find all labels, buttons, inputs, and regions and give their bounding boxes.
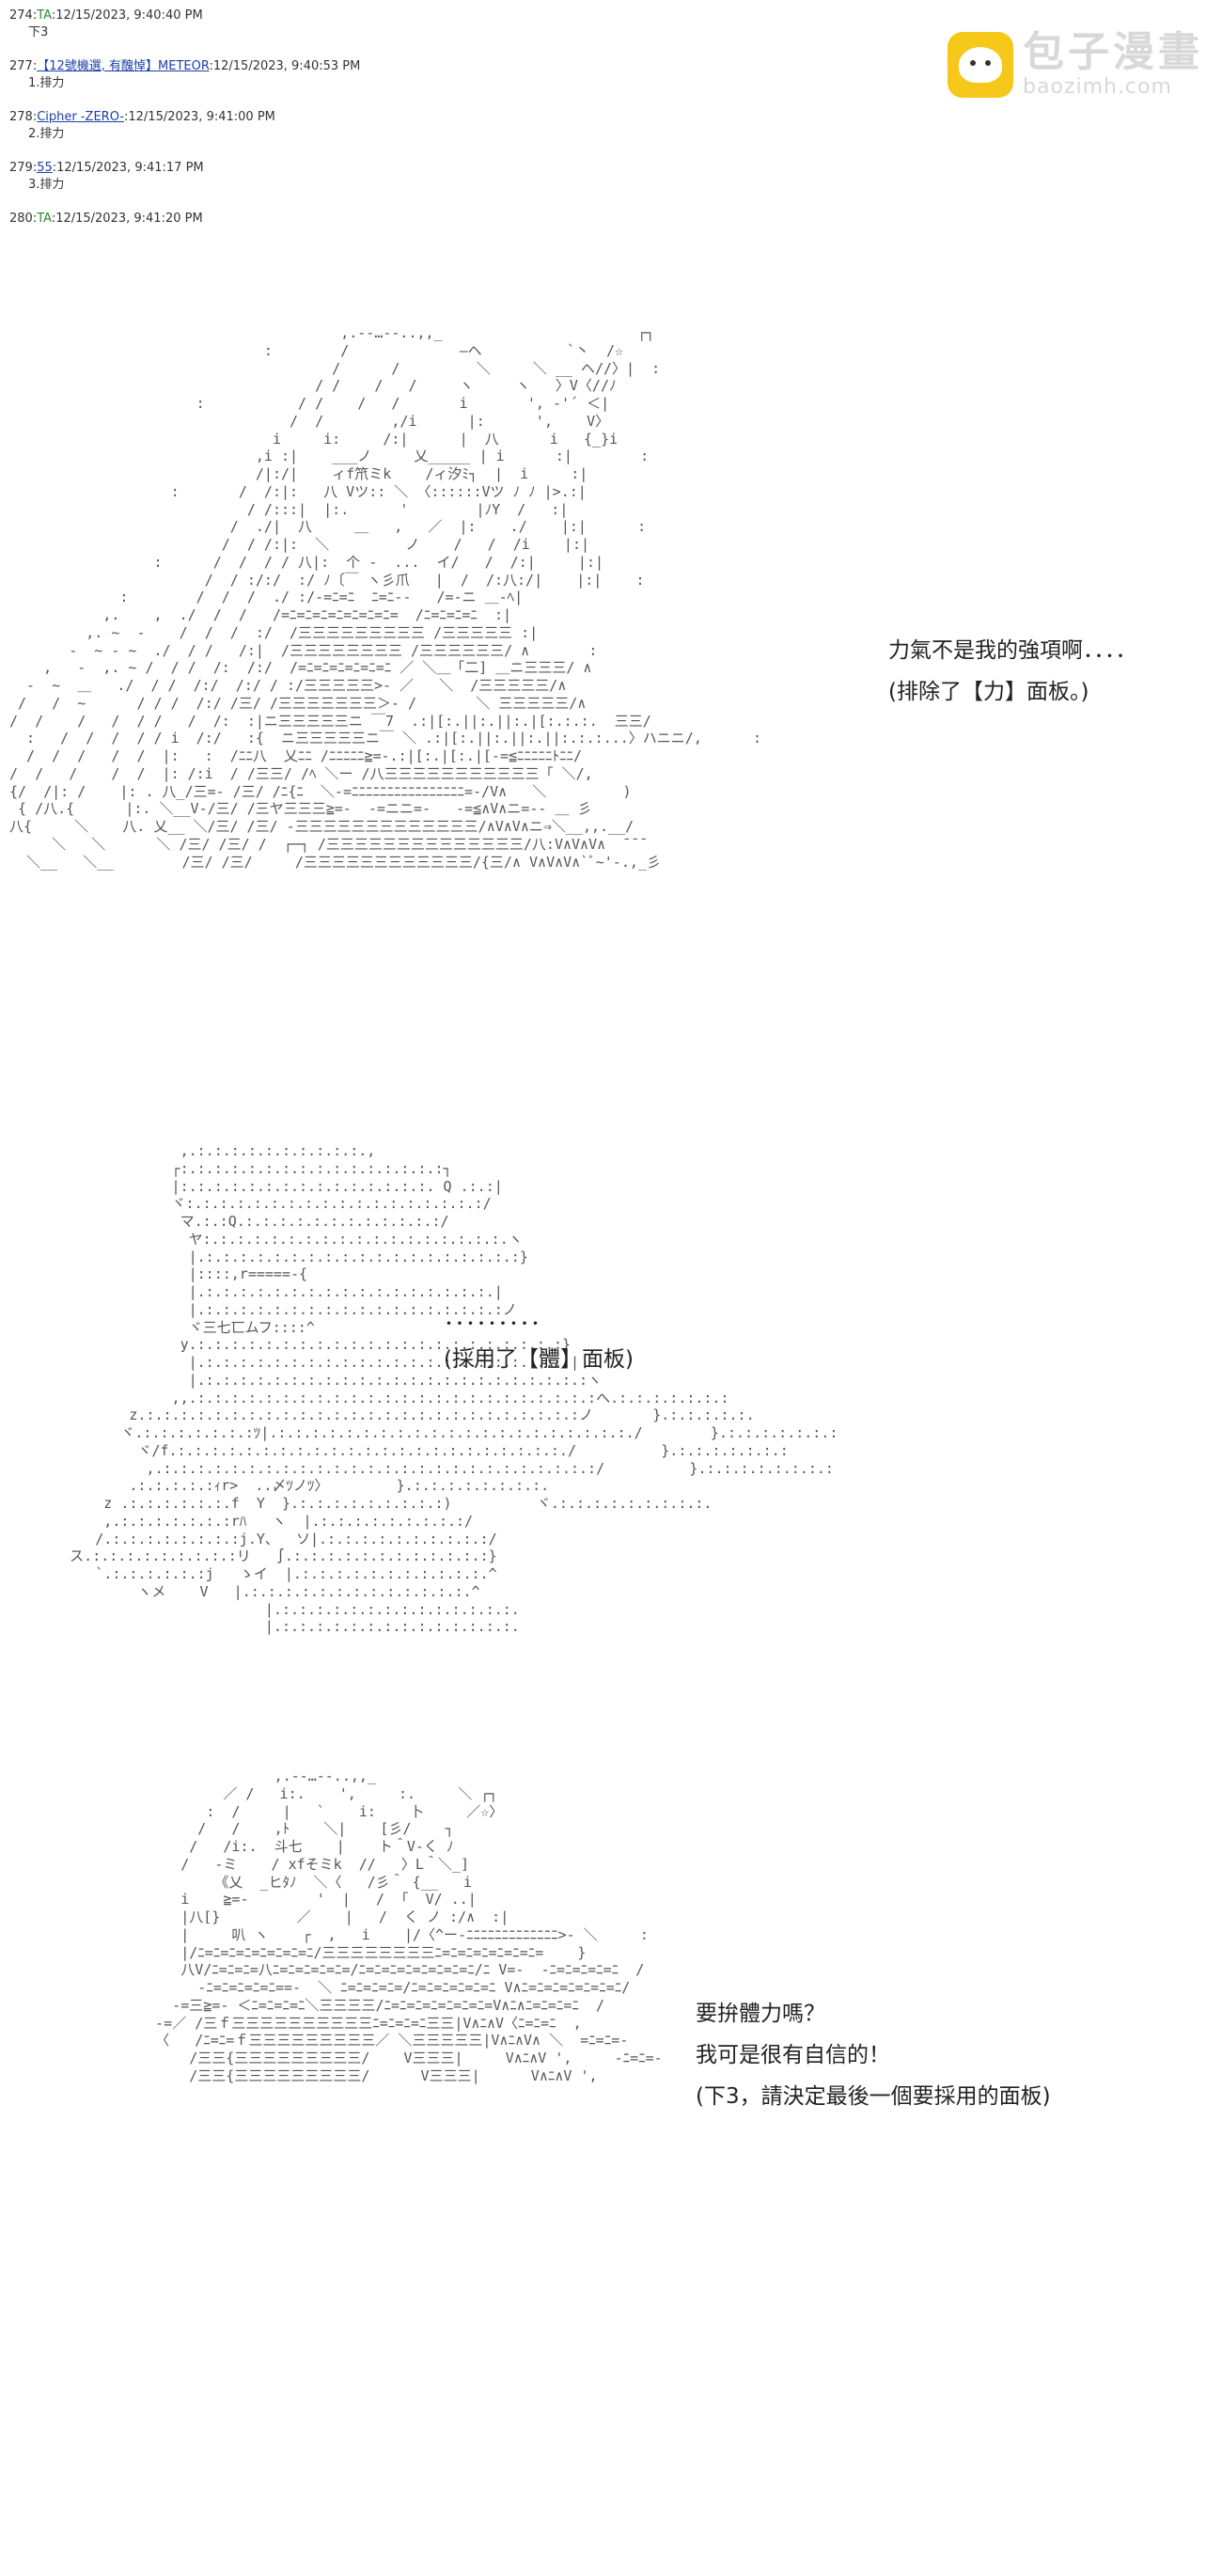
dialogue-line: (下3，請決定最後一個要採用的面板) xyxy=(696,2084,1051,2109)
poster-name-link[interactable]: 55 xyxy=(37,161,53,175)
poster-name: TA xyxy=(37,212,52,226)
post-274: 274:TA:12/15/2023, 9:40:40 PM 下3 xyxy=(9,8,667,41)
post-header: 279:55:12/15/2023, 9:41:17 PM xyxy=(9,160,667,177)
poster-name-link[interactable]: 【12號機選, 有醜悼】METEOR xyxy=(37,59,210,73)
post-278: 278:Cipher -ZERO-:12/15/2023, 9:41:00 PM… xyxy=(9,109,667,143)
post-timestamp: :12/15/2023, 9:41:20 PM xyxy=(51,212,203,226)
ascii-art-character-2: ,.:.:.:.:.:.:.:.:.:.:., ┌:.:.:.:.:.:.:.:… xyxy=(70,1142,838,1636)
post-body: 1.排力 xyxy=(28,76,65,90)
poster-name-link[interactable]: Cipher -ZERO- xyxy=(37,110,124,124)
ascii-art-character-3: ,.-‐…‐-..,,_ ／ / i:. ', :. ＼ ┌┐ : / | ` … xyxy=(155,1767,663,2084)
post-timestamp: :12/15/2023, 9:40:40 PM xyxy=(51,8,203,23)
post-number[interactable]: 279: xyxy=(9,161,38,175)
post-header: 277:【12號機選, 有醜悼】METEOR:12/15/2023, 9:40:… xyxy=(9,58,667,75)
post-body: 3.排力 xyxy=(28,178,65,192)
post-timestamp: :12/15/2023, 9:40:53 PM xyxy=(209,59,361,73)
poster-name: TA xyxy=(37,8,52,23)
post-timestamp: :12/15/2023, 9:41:00 PM xyxy=(124,110,275,124)
post-number[interactable]: 280: xyxy=(9,212,38,226)
dialogue-line: 我可是很有自信的！ xyxy=(696,2043,890,2067)
post-header: 278:Cipher -ZERO-:12/15/2023, 9:41:00 PM xyxy=(9,109,667,126)
post-number[interactable]: 278: xyxy=(9,110,38,124)
logo-domain: baozimh.com xyxy=(1023,75,1172,99)
ascii-art-character-1: ,.-‐…‐-..,,_ ┌┐ : / ―ヘ `丶 /☆ / / ＼ ＼ __ … xyxy=(9,324,762,871)
post-number[interactable]: 277: xyxy=(9,59,38,73)
post-header: 274:TA:12/15/2023, 9:40:40 PM xyxy=(9,8,667,24)
bun-icon xyxy=(948,31,1013,98)
post-279: 279:55:12/15/2023, 9:41:17 PM 3.排力 xyxy=(9,160,667,194)
post-body: 2.排力 xyxy=(28,127,65,141)
dialogue-box-2: ．．．．．．．．． (採用了【體】面板) xyxy=(444,1297,634,1380)
dialogue-line: ．．．．．．．．． xyxy=(444,1306,552,1330)
dialogue-line: 力氣不是我的強項啊．．．． xyxy=(888,638,1137,663)
post-body: 下3 xyxy=(28,25,49,39)
dialogue-line: (排除了【力】面板。) xyxy=(888,680,1089,704)
post-280: 280:TA:12/15/2023, 9:41:20 PM xyxy=(9,211,667,228)
post-header: 280:TA:12/15/2023, 9:41:20 PM xyxy=(9,211,667,228)
post-277: 277:【12號機選, 有醜悼】METEOR:12/15/2023, 9:40:… xyxy=(9,58,667,92)
dialogue-box-1: 力氣不是我的強項啊．．．． (排除了【力】面板。) xyxy=(888,630,1137,713)
dialogue-line: (採用了【體】面板) xyxy=(444,1347,634,1372)
site-logo[interactable]: 包子漫畫 baozimh.com xyxy=(948,30,1203,99)
post-timestamp: :12/15/2023, 9:41:17 PM xyxy=(52,161,204,175)
dialogue-box-3: 要拚體力嗎？ 我可是很有自信的！ (下3，請決定最後一個要採用的面板) xyxy=(696,1993,1051,2117)
logo-text: 包子漫畫 xyxy=(1023,28,1203,76)
dialogue-line: 要拚體力嗎？ xyxy=(696,2002,825,2026)
post-number[interactable]: 274: xyxy=(9,8,38,23)
post-log: 274:TA:12/15/2023, 9:40:40 PM 下3 277:【12… xyxy=(9,8,667,228)
